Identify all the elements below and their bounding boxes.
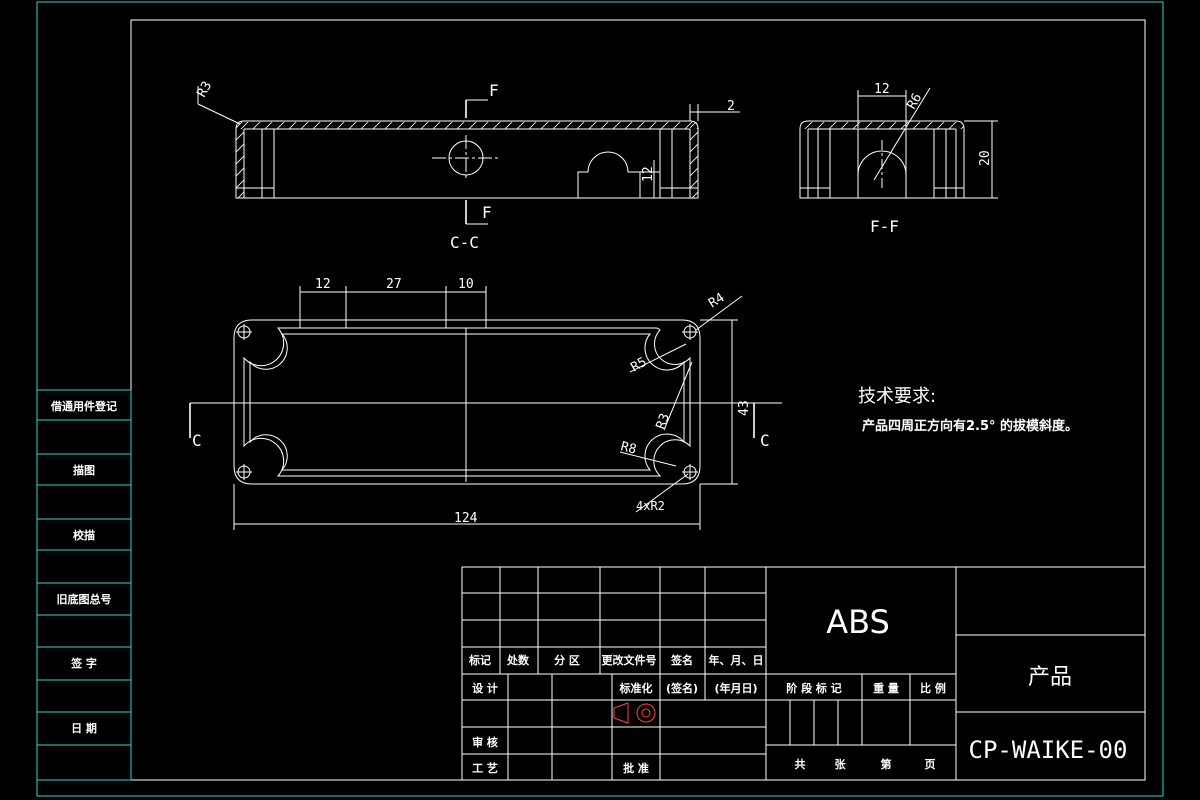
tb-stage: 阶 段 标 记 <box>786 681 842 695</box>
tb-total: 共 <box>795 757 806 771</box>
plan-dim-holes: 4xR2 <box>636 499 665 513</box>
tb-review: 审 核 <box>472 735 498 749</box>
strip-label-1: 借通用件登记 <box>50 399 117 413</box>
hdr-zone: 分 区 <box>554 653 580 667</box>
notes-title: 技术要求: <box>858 386 936 407</box>
tb-part-name: 产品 <box>1028 665 1072 690</box>
strip-label-4: 旧底图总号 <box>57 592 112 606</box>
tb-page: 页 <box>925 758 936 771</box>
tb-no: 第 <box>881 757 892 771</box>
plan-cut-left: C <box>192 431 202 450</box>
cc-view-label: C-C <box>450 233 479 252</box>
hdr-change-doc: 更改文件号 <box>602 653 657 667</box>
tb-sign-name: (签名) <box>666 681 698 695</box>
tb-sheets: 张 <box>835 757 847 771</box>
plan-dim-height: 43 <box>737 400 752 416</box>
plan-dim-r5: R5 <box>629 355 650 376</box>
tb-sign-date: (年月日) <box>714 681 757 695</box>
left-strip: 借通用件登记 描图 校描 旧底图总号 签 字 日 期 <box>36 389 132 781</box>
cc-cut-label-bottom: F <box>482 203 492 222</box>
tb-drawing-no: CP-WAIKE-00 <box>969 736 1128 764</box>
tb-material: ABS <box>826 603 890 641</box>
plan-dim-12: 12 <box>315 277 331 292</box>
hdr-date: 年、月、日 <box>709 653 764 667</box>
plan-cut-right: C <box>760 431 770 450</box>
tb-process: 工 艺 <box>472 761 498 775</box>
cc-cut-label-top: F <box>489 81 499 100</box>
strip-label-5: 签 字 <box>70 656 97 670</box>
ff-dim-radius: R6 <box>904 91 925 112</box>
section-cc-view: F F 2 12 R3 C-C <box>194 79 740 252</box>
plan-dim-27: 27 <box>386 277 402 292</box>
hdr-count: 处数 <box>506 653 530 667</box>
ff-dim-width: 12 <box>874 82 890 97</box>
notes-line-1: 产品四周正方向有2.5° 的拔模斜度。 <box>862 418 1078 434</box>
section-ff-view: 12 R6 20 F-F <box>799 82 998 236</box>
cc-dim-radius: R3 <box>194 79 215 100</box>
strip-label-6: 日 期 <box>71 721 97 735</box>
ff-dim-height: 20 <box>978 150 993 166</box>
plan-dim-r3: R3 <box>654 412 673 432</box>
title-block: 标记 处数 分 区 更改文件号 签名 年、月、日 设 计 标准化 (签名) (年… <box>461 566 1146 781</box>
technical-notes: 技术要求: 产品四周正方向有2.5° 的拔模斜度。 <box>858 386 1078 434</box>
projection-symbol-icon <box>613 702 656 724</box>
plan-view: C C 12 27 10 43 124 R4 R5 R3 R8 4xR2 <box>189 277 782 530</box>
tb-standard: 标准化 <box>619 681 653 695</box>
plan-dim-10: 10 <box>458 277 474 292</box>
plan-dim-length: 124 <box>454 511 478 526</box>
hdr-mark: 标记 <box>468 653 491 667</box>
tb-scale: 比 例 <box>920 681 946 695</box>
ff-view-label: F-F <box>870 217 899 236</box>
plan-dim-r8: R8 <box>619 439 638 457</box>
hdr-sign: 签名 <box>670 653 693 667</box>
strip-label-2: 描图 <box>73 463 95 477</box>
plan-dim-r4: R4 <box>706 290 727 311</box>
tb-design: 设 计 <box>472 681 498 695</box>
tb-weight: 重 量 <box>873 681 899 695</box>
cc-dim-wall: 2 <box>727 99 735 114</box>
tb-approve: 批 准 <box>623 761 649 775</box>
cc-dim-cutout: 12 <box>641 166 656 182</box>
strip-label-3: 校描 <box>73 528 95 542</box>
